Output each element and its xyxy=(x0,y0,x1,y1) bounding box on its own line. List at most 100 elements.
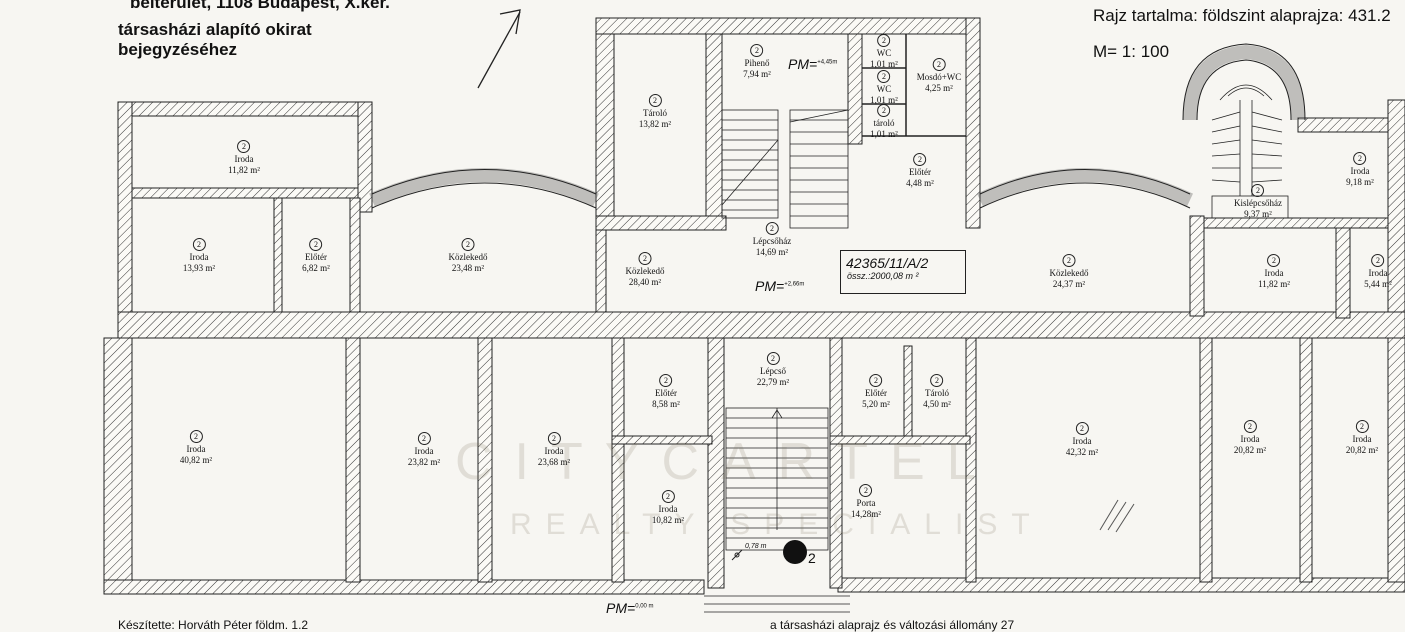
watermark-brand: CITYCARTEL xyxy=(455,433,998,491)
room-name: WC xyxy=(876,84,892,94)
room-area: 1,01 m² xyxy=(870,128,898,139)
drawing-content: Rajz tartalma: földszint alaprajza: 431.… xyxy=(1093,6,1391,26)
room-number: 2 xyxy=(750,44,764,57)
room-area: 6,82 m² xyxy=(302,262,330,273)
room-number: 2 xyxy=(1075,422,1089,435)
room-label: 2 Előtér 5,20 m² xyxy=(862,374,890,409)
room-area: 24,37 m² xyxy=(1052,278,1086,289)
room-area: 4,48 m² xyxy=(906,177,934,188)
room-area: 13,82 m² xyxy=(638,118,672,129)
room-number: 2 xyxy=(1251,184,1265,197)
room-name: Iroda xyxy=(658,504,678,514)
room-label: 2 Előtér 4,48 m² xyxy=(906,153,934,188)
room-label: 2 Kislépcsőház 9,37 m² xyxy=(1234,184,1282,219)
room-label: 2 Iroda 23,82 m² xyxy=(408,432,440,467)
room-area: 13,93 m² xyxy=(182,262,216,273)
room-label: 2 Lépcső 22,79 m² xyxy=(757,352,789,387)
room-number: 2 xyxy=(859,484,873,497)
room-area: 22,79 m² xyxy=(756,376,790,387)
room-number: 2 xyxy=(547,432,561,445)
room-number: 2 xyxy=(189,430,203,443)
room-area: 4,25 m² xyxy=(925,82,953,93)
room-label: 2 Előtér 8,58 m² xyxy=(652,374,680,409)
room-label: 2 Iroda 40,82 m² xyxy=(180,430,212,465)
room-area: 23,82 m² xyxy=(407,456,441,467)
footer-note: a társasházi alaprajz és változási állom… xyxy=(770,618,1015,632)
staircase-lower xyxy=(704,407,850,613)
room-area: 23,48 m² xyxy=(451,262,485,273)
room-label: 2 Iroda 10,82 m² xyxy=(652,490,684,525)
staircase-upper xyxy=(721,109,849,229)
room-area: 5,44 m² xyxy=(1364,278,1392,289)
room-label: 2 Iroda 42,32 m² xyxy=(1066,422,1098,457)
room-area: 1,01 m² xyxy=(870,94,898,105)
room-name: Iroda xyxy=(186,444,206,454)
room-area: 11,82 m² xyxy=(1258,278,1290,289)
room-number: 2 xyxy=(877,34,891,47)
room-number: 2 xyxy=(1355,420,1369,433)
level-mark-label: PM= xyxy=(788,56,818,72)
room-name: Iroda xyxy=(1264,268,1284,278)
room-name: Lépcsőház xyxy=(752,236,792,246)
level-mark-middle: PM=+2,66m xyxy=(755,278,804,294)
room-name: Közlekedő xyxy=(448,252,488,262)
room-name: Iroda xyxy=(544,446,564,456)
room-label: 2 Tároló 4,50 m² xyxy=(923,374,951,409)
room-label: 2 Porta 14,28m² xyxy=(851,484,881,519)
room-area: 28,40 m² xyxy=(628,276,662,287)
room-name: Iroda xyxy=(414,446,434,456)
room-label: 2 Mosdó+WC 4,25 m² xyxy=(916,58,962,93)
room-name: Pihenő xyxy=(744,58,770,68)
walls xyxy=(103,17,1405,595)
pencil-marks xyxy=(1099,499,1135,533)
room-area: 11,82 m² xyxy=(228,164,260,175)
room-label: 2 Iroda 20,82 m² xyxy=(1234,420,1266,455)
room-number: 2 xyxy=(869,374,883,387)
door-dimension: 0,78 m xyxy=(745,543,767,550)
room-number: 2 xyxy=(1267,254,1281,267)
drawing-content-value: földszint alaprajza: 431.2 xyxy=(1202,6,1391,25)
room-area: 20,82 m² xyxy=(1233,444,1267,455)
room-label: 2 Közlekedő 23,48 m² xyxy=(448,238,488,273)
room-area: 10,82 m² xyxy=(651,514,685,525)
room-label: 2 Közlekedő 28,40 m² xyxy=(625,252,665,287)
room-name: Közlekedő xyxy=(1049,268,1089,278)
room-label: 2 Előtér 6,82 m² xyxy=(302,238,330,273)
door-number: 2 xyxy=(808,550,816,566)
room-number: 2 xyxy=(648,94,662,107)
room-number: 2 xyxy=(877,70,891,83)
drawing-content-label: Rajz tartalma: xyxy=(1093,6,1198,25)
doorway-marker xyxy=(783,540,807,564)
room-label: 2 Lépcsőház 14,69 m² xyxy=(753,222,791,257)
room-area: 1,01 m² xyxy=(870,58,898,69)
room-number: 2 xyxy=(237,140,251,153)
room-area: 23,68 m² xyxy=(537,456,571,467)
room-area: 5,20 m² xyxy=(862,398,890,409)
header-purpose: társasházi alapító okirat bejegyzéséhez xyxy=(118,20,312,60)
level-mark-label: PM= xyxy=(755,278,785,294)
room-name: Közlekedő xyxy=(625,266,665,276)
room-area: 4,50 m² xyxy=(923,398,951,409)
room-area: 9,18 m² xyxy=(1346,176,1374,187)
room-number: 2 xyxy=(930,374,944,387)
room-area: 7,94 m² xyxy=(743,68,771,79)
room-name: Porta xyxy=(856,498,876,508)
footer-author: Készítette: Horváth Péter földm. 1.2 xyxy=(118,618,309,632)
room-name: Iroda xyxy=(1072,436,1092,446)
room-label: 2 WC 1,01 m² xyxy=(870,34,898,69)
room-name: Iroda xyxy=(234,154,254,164)
room-area: 8,58 m² xyxy=(652,398,680,409)
room-number: 2 xyxy=(1243,420,1257,433)
room-label: 2 Iroda 5,44 m² xyxy=(1364,254,1392,289)
room-number: 2 xyxy=(461,238,475,251)
room-number: 2 xyxy=(1371,254,1385,267)
room-name: WC xyxy=(876,48,892,58)
room-name: Iroda xyxy=(1350,166,1370,176)
parcel-box: 42365/11/A/2 össz.:2000,08 m ² xyxy=(840,250,966,294)
level-mark-icon xyxy=(731,549,743,561)
room-number: 2 xyxy=(661,490,675,503)
room-name: Mosdó+WC xyxy=(916,72,962,82)
room-name: Előtér xyxy=(864,388,887,398)
drawing-scale: M= 1: 100 xyxy=(1093,42,1170,61)
